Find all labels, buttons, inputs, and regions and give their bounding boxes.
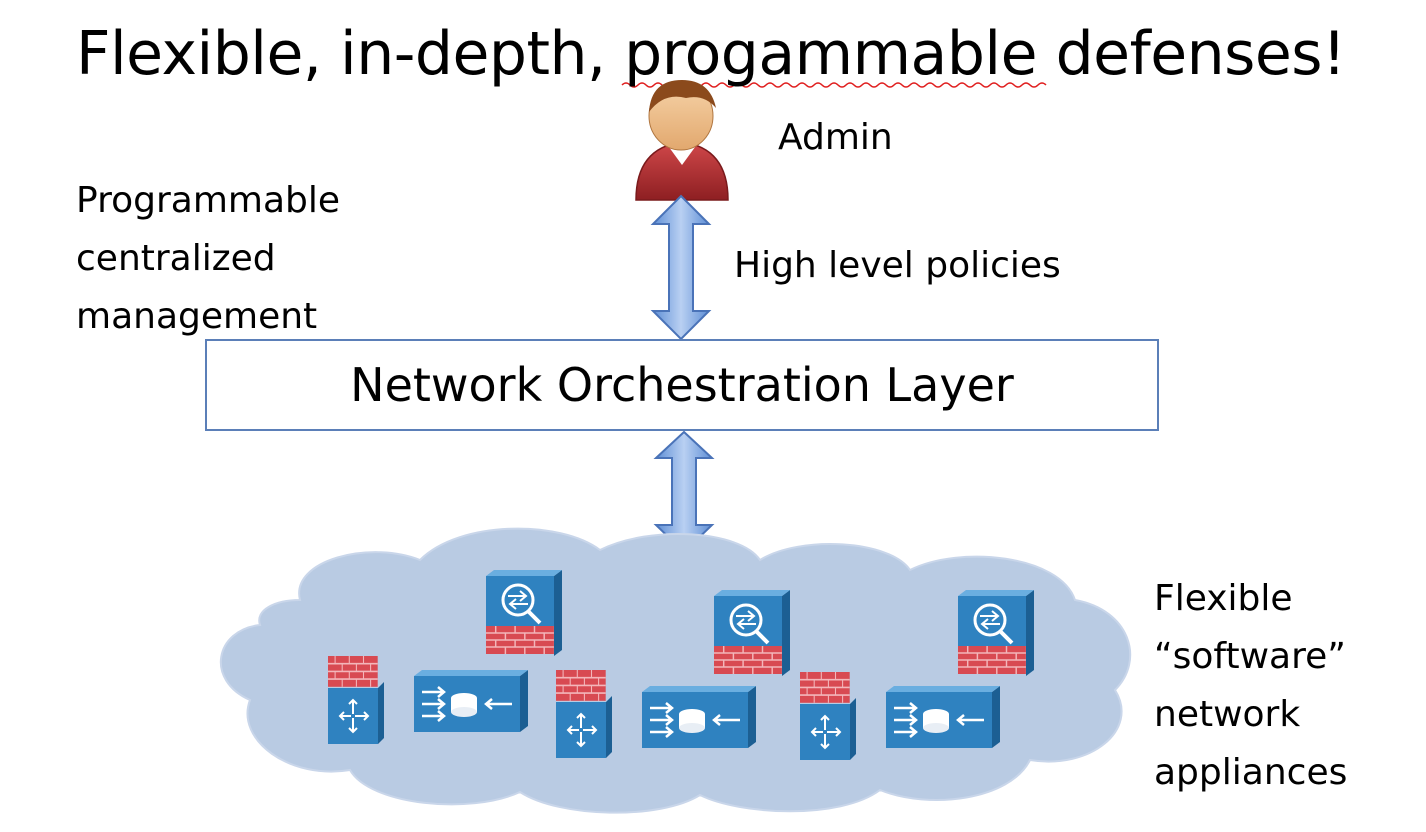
management-label-line: Programmable — [76, 180, 341, 221]
appliances-label-line: “software” — [1154, 636, 1346, 677]
appliances-label-line: appliances — [1154, 752, 1348, 793]
admin-label: Admin — [778, 117, 893, 158]
policies-label: High level policies — [734, 245, 1061, 286]
firewall-router-icon — [327, 655, 384, 744]
firewall-router-icon — [555, 669, 612, 758]
admin-policy-arrow — [650, 194, 712, 341]
slide-title: Flexible, in-depth, progammable defenses… — [76, 19, 1346, 89]
load-balancer-icon — [642, 686, 756, 748]
orchestration-layer-label: Network Orchestration Layer — [350, 358, 1014, 412]
management-label: Programmable centralized management — [76, 172, 396, 346]
firewall-router-icon — [799, 671, 856, 760]
ips-sensor-icon — [485, 570, 562, 656]
orchestration-layer-box: Network Orchestration Layer — [205, 339, 1159, 431]
load-balancer-icon — [886, 686, 1000, 748]
appliances-label: Flexible “software” network appliances — [1154, 570, 1347, 802]
admin-person-icon — [635, 80, 729, 201]
ips-sensor-icon — [713, 590, 790, 676]
management-label-line: centralized — [76, 238, 276, 279]
management-label-line: management — [76, 296, 318, 337]
appliances-label-line: Flexible — [1154, 578, 1293, 619]
appliances-label-line: network — [1154, 694, 1301, 735]
load-balancer-icon — [414, 670, 528, 732]
ips-sensor-icon — [957, 590, 1034, 676]
